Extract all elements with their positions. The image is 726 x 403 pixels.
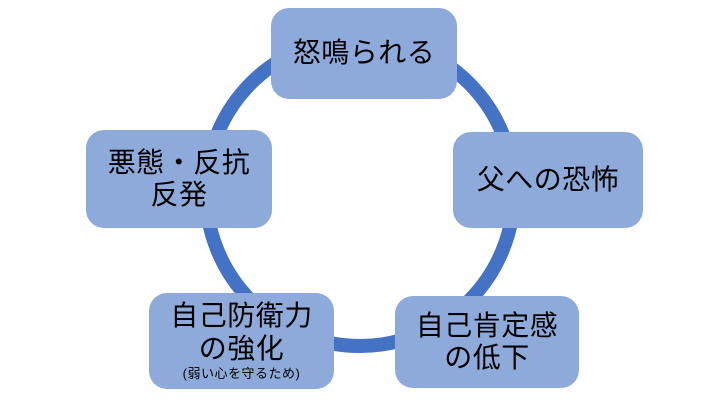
cycle-node-rebellion-backlash: 悪態・反抗 反発 (86, 130, 272, 228)
node-label-line: の強化 (198, 332, 285, 364)
cycle-node-self-esteem-decline: 自己肯定感 の低下 (395, 296, 579, 388)
node-label-line: 自己防衛力 (170, 300, 313, 332)
node-label-line: 怒鳴られる (292, 37, 436, 69)
node-label-line: 反発 (150, 179, 208, 210)
cycle-node-yelled-at: 怒鳴られる (271, 8, 457, 99)
cycle-node-self-defense-strengthen: 自己防衛力 の強化 (弱い心を守るため) (149, 293, 334, 389)
node-label-line: の低下 (444, 342, 530, 373)
node-label-line: 悪態・反抗 (107, 146, 251, 178)
node-label-line: 父への恐怖 (476, 163, 620, 195)
node-note-line: (弱い心を守るため) (182, 366, 301, 381)
node-label-line: 自己肯定感 (415, 309, 559, 341)
cycle-node-fear-of-father: 父への恐怖 (453, 132, 643, 228)
